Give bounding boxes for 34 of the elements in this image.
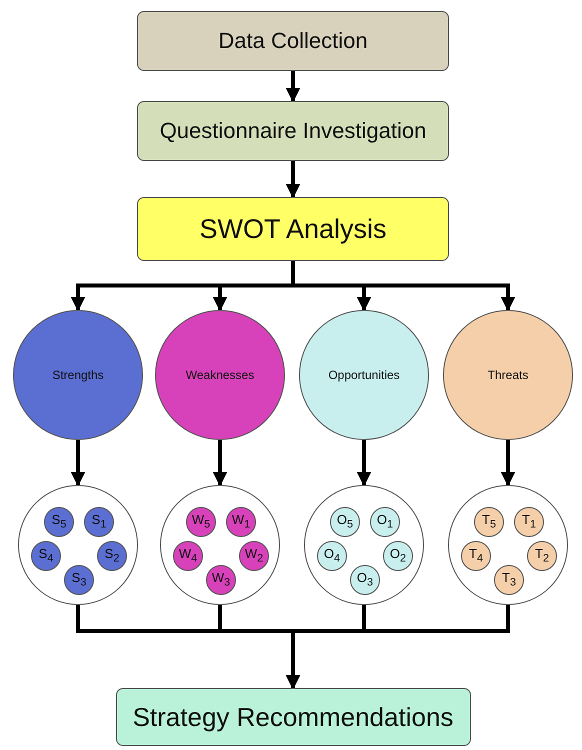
- arrow: [356, 440, 372, 486]
- item-circle: W$_{1}$: [226, 507, 256, 537]
- item-circle: T$_{4}$: [461, 541, 491, 571]
- arrow: [70, 440, 86, 486]
- process-box: Strategy Recommendations: [116, 688, 470, 746]
- process-box: SWOT Analysis: [137, 197, 449, 261]
- item-circle: T$_{5}$: [474, 507, 504, 537]
- item-circle: T$_{3}$: [494, 565, 524, 595]
- item-circle: O$_{2}$: [383, 541, 413, 571]
- item-circle: W$_{2}$: [239, 541, 269, 571]
- arrow: [212, 440, 228, 486]
- arrow: [500, 440, 516, 486]
- item-circle: W$_{4}$: [173, 541, 203, 571]
- category-circle: Threats: [443, 310, 573, 440]
- item-circle: S$_{3}$: [64, 565, 94, 595]
- category-circle: Opportunities: [299, 310, 429, 440]
- item-circle: T$_{1}$: [514, 507, 544, 537]
- item-circle: T$_{2}$: [527, 541, 557, 571]
- arrow: [286, 71, 300, 102]
- item-circle: S$_{5}$: [44, 507, 74, 537]
- item-circle: W$_{5}$: [186, 507, 216, 537]
- category-circle: Weaknesses: [155, 310, 285, 440]
- item-circle: S$_{4}$: [31, 541, 61, 571]
- category-circle: Strengths: [13, 310, 143, 440]
- process-box: Data Collection: [137, 11, 449, 71]
- item-circle: O$_{4}$: [317, 541, 347, 571]
- item-circle: S$_{2}$: [97, 541, 127, 571]
- item-circle: O$_{1}$: [370, 507, 400, 537]
- arrow: [286, 161, 300, 198]
- item-circle: O$_{3}$: [350, 565, 380, 595]
- process-box: Questionnaire Investigation: [137, 101, 449, 161]
- item-circle: O$_{5}$: [330, 507, 360, 537]
- item-circle: W$_{3}$: [206, 565, 236, 595]
- item-circle: S$_{1}$: [84, 507, 114, 537]
